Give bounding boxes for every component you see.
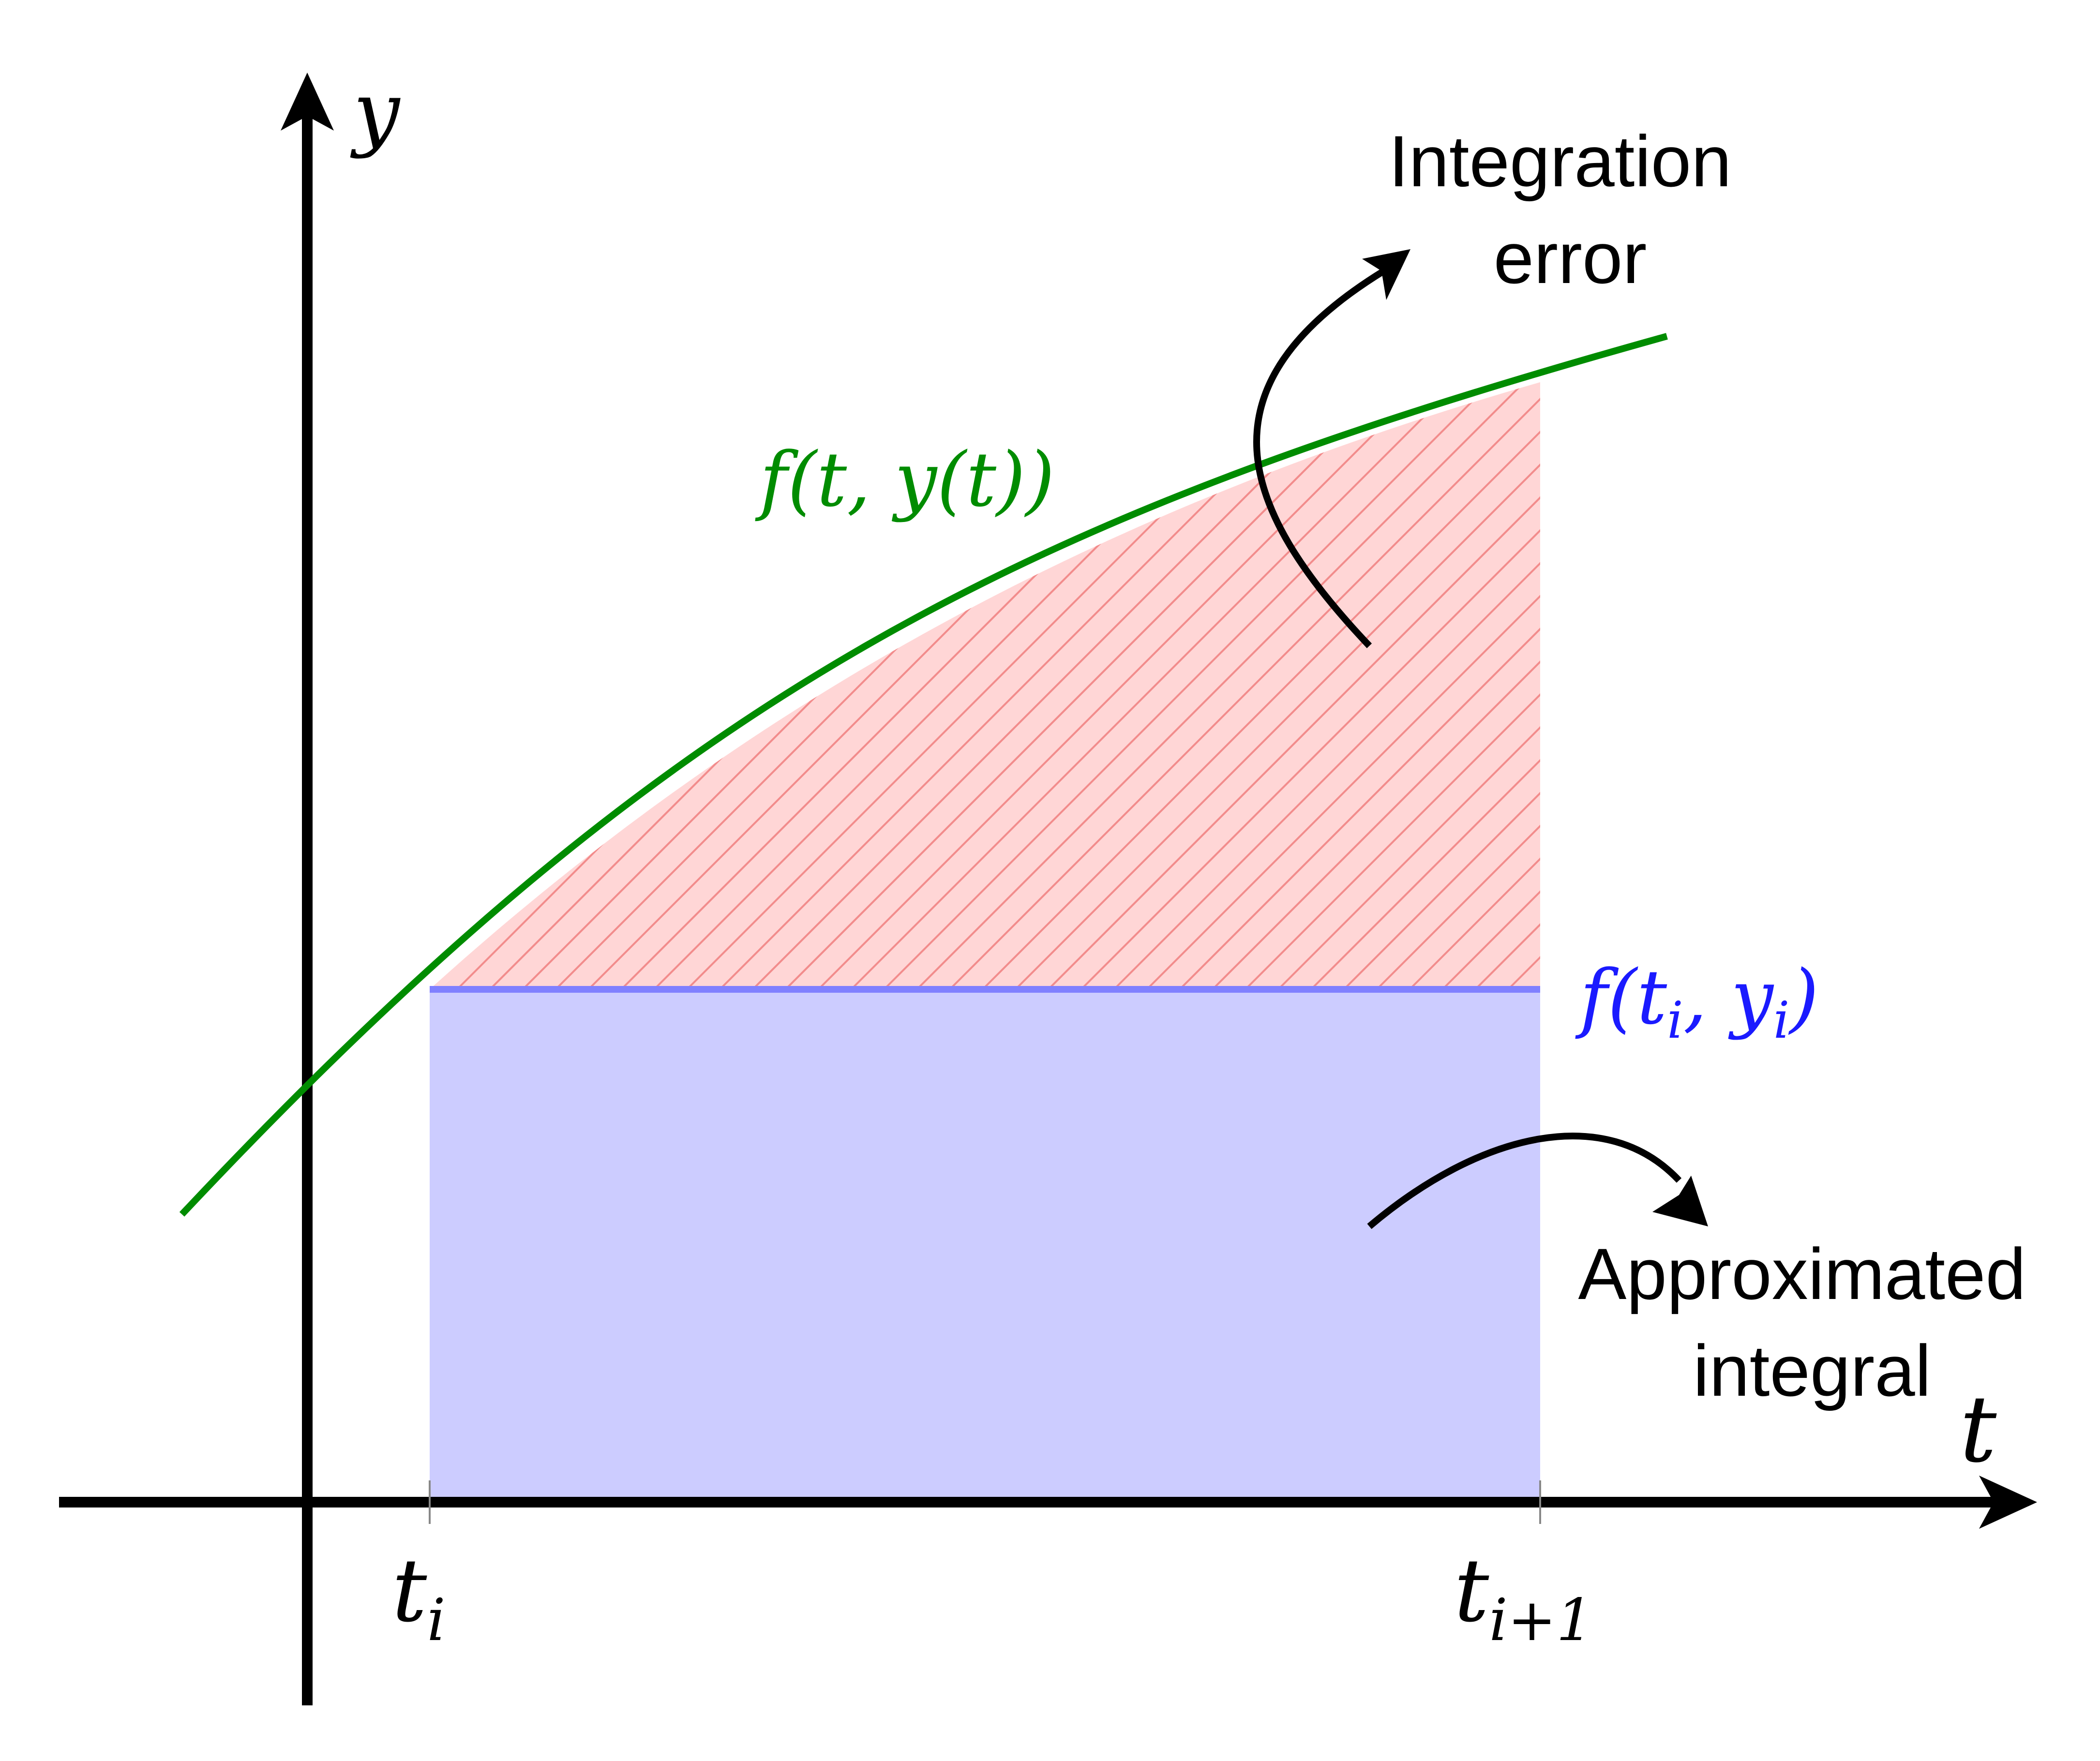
y-axis-arrowhead: [281, 73, 334, 131]
x-axis-label: t: [1960, 1376, 1997, 1483]
approximated-integral-arrowhead: [1652, 1176, 1708, 1226]
y-axis-label: y: [350, 64, 401, 160]
integration-error-arrow: [1253, 268, 1386, 648]
function-curve: [179, 333, 1668, 1217]
x-axis-arrowhead: [1979, 1476, 2037, 1529]
integration-error-area: [430, 382, 1540, 989]
integration-error-arrowhead: [1362, 249, 1410, 300]
tick-label-ti: ti: [392, 1540, 446, 1654]
approximated-integral-arrow: [1367, 1133, 1682, 1229]
rect-label: f(ti, yi): [1575, 954, 1819, 1050]
tick-label-ti1: ti+1: [1454, 1540, 1593, 1654]
curve-label: f(t, y(t)): [755, 436, 1055, 523]
approximated-integral-label: Approximated integral: [1578, 1233, 2046, 1411]
approximated-integral-area: [430, 989, 1540, 1502]
integration-error-label: Integration error: [1389, 120, 1752, 298]
